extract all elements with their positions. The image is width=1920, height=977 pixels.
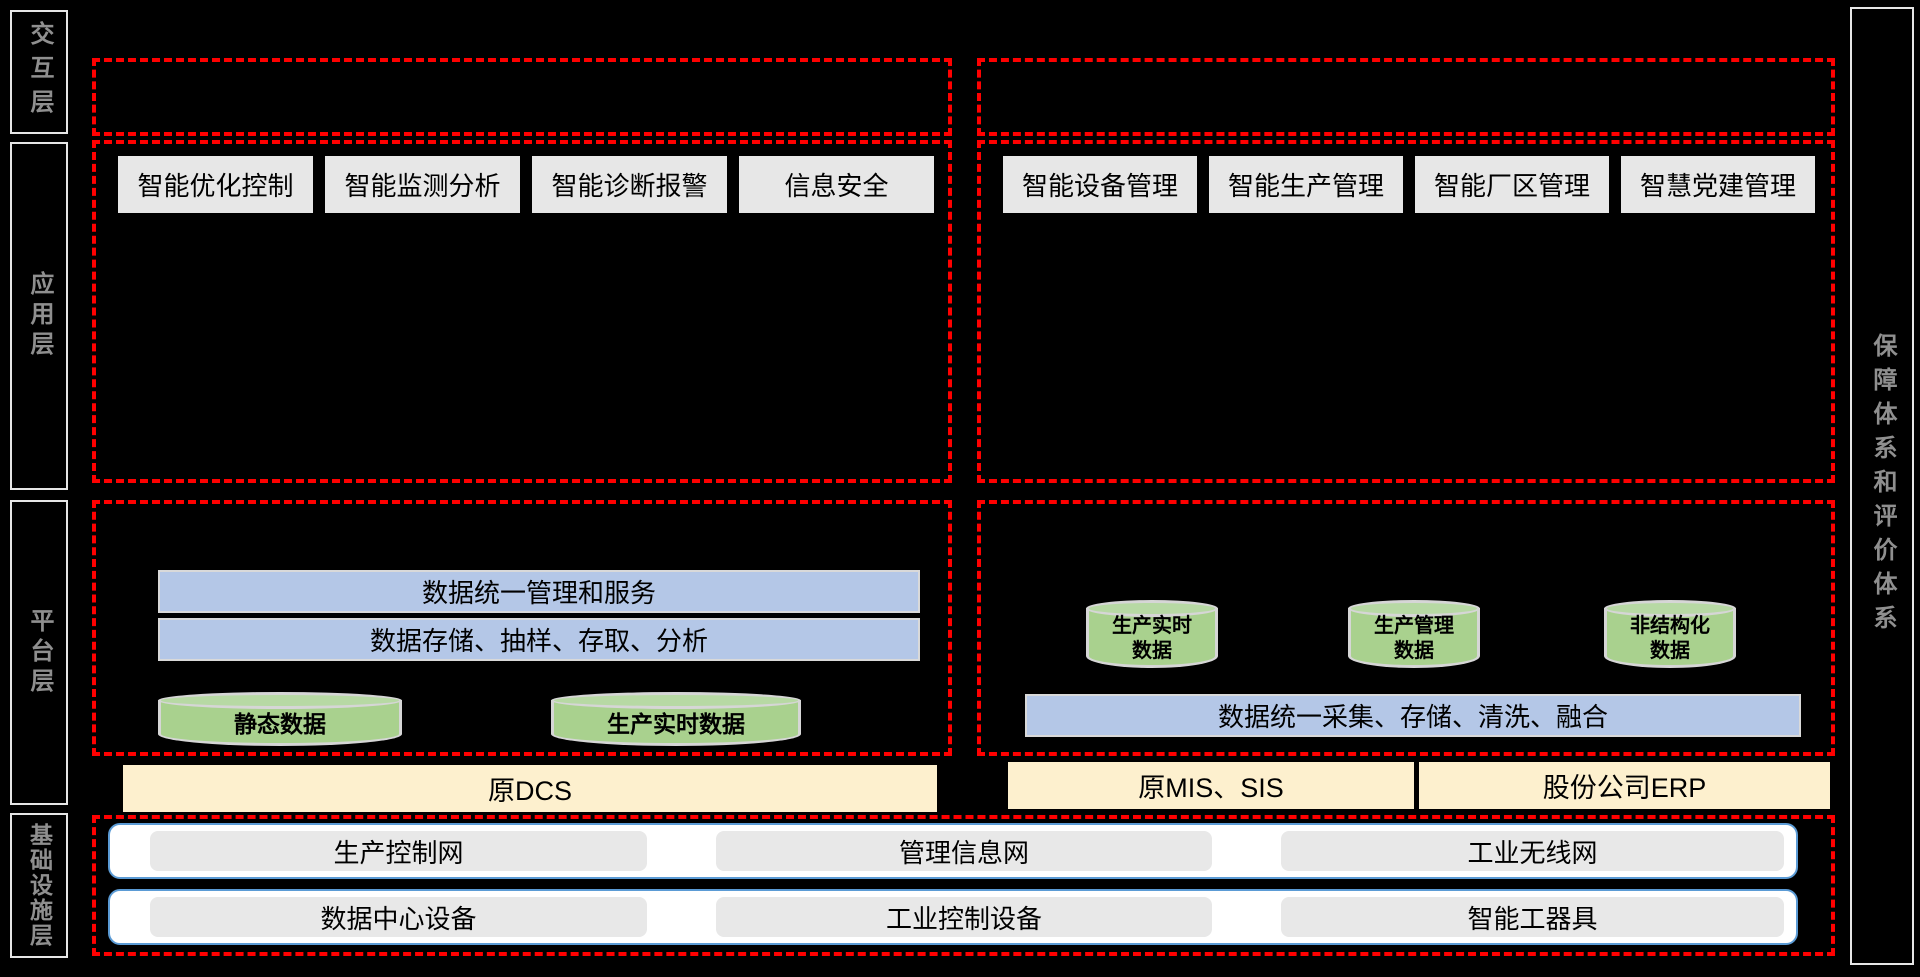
application-zone-right: 智能设备管理 智能生产管理 智能厂区管理 智慧党建管理 — [977, 140, 1835, 483]
layer-label-platform-text: 平台层 — [26, 607, 53, 698]
realtime-data-cylinder-top — [551, 692, 801, 709]
layer-label-platform: 平台层 — [10, 500, 68, 805]
erp-source-bar: 股份公司ERP — [1419, 762, 1830, 809]
app-block-device-management: 智能设备管理 — [1003, 156, 1197, 213]
device-strip: 数据中心设备 工业控制设备 智能工器具 — [108, 889, 1798, 945]
app-block-plant-management: 智能厂区管理 — [1415, 156, 1609, 213]
platform-zone-left — [92, 500, 952, 756]
application-row-right: 智能设备管理 智能生产管理 智能厂区管理 智慧党建管理 — [1003, 156, 1815, 213]
cylinder-label-line1: 非结构化 — [1630, 615, 1710, 637]
production-control-network: 生产控制网 — [150, 831, 647, 871]
cylinder-label-line2: 数据 — [1132, 640, 1172, 662]
management-info-network: 管理信息网 — [716, 831, 1212, 871]
application-row-left: 智能优化控制 智能监测分析 智能诊断报警 信息安全 — [118, 156, 934, 213]
industrial-control-equipment: 工业控制设备 — [716, 897, 1212, 937]
layer-label-application-text: 应用层 — [26, 271, 53, 361]
static-data-cylinder-top — [158, 692, 402, 709]
unstructured-data-cylinder: 非结构化 数据 — [1604, 600, 1736, 668]
platform-zone-right — [977, 500, 1835, 756]
static-data-cylinder-label: 静态数据 — [234, 710, 326, 737]
app-block-diagnosis-alarm: 智能诊断报警 — [532, 156, 727, 213]
production-management-data-cylinder-top — [1348, 600, 1480, 617]
assurance-system-sidebar: 保障体系和评价体系 — [1850, 7, 1914, 965]
realtime-data-cylinder: 生产实时数据 — [551, 692, 801, 746]
realtime-data-cylinder-body — [551, 700, 801, 746]
unstructured-data-cylinder-label: 非结构化 数据 — [1604, 610, 1736, 668]
network-strip: 生产控制网 管理信息网 工业无线网 — [108, 823, 1798, 879]
app-block-production-management: 智能生产管理 — [1209, 156, 1403, 213]
app-block-optimization-control: 智能优化控制 — [118, 156, 313, 213]
layer-label-infrastructure: 基础设施层 — [10, 813, 68, 958]
layer-label-infrastructure-text: 基础设施层 — [26, 823, 53, 948]
production-realtime-data-cylinder-top — [1086, 600, 1218, 617]
production-management-data-cylinder: 生产管理 数据 — [1348, 600, 1480, 668]
unstructured-data-cylinder-body — [1604, 608, 1736, 668]
app-block-info-security: 信息安全 — [739, 156, 934, 213]
application-zone-left: 智能优化控制 智能监测分析 智能诊断报警 信息安全 — [92, 140, 952, 483]
data-collection-cleaning-bar: 数据统一采集、存储、清洗、融合 — [1025, 694, 1801, 737]
cylinder-label-line1: 生产管理 — [1374, 615, 1454, 637]
industrial-wireless-network: 工业无线网 — [1281, 831, 1784, 871]
infrastructure-zone — [92, 815, 1835, 956]
layer-label-interaction-text: 交互层 — [26, 21, 53, 123]
mis-sis-source-bar: 原MIS、SIS — [1008, 762, 1414, 809]
app-block-monitoring-analysis: 智能监测分析 — [325, 156, 520, 213]
static-data-cylinder: 静态数据 — [158, 692, 402, 746]
interaction-zone-left — [92, 58, 952, 136]
unstructured-data-cylinder-top — [1604, 600, 1736, 617]
data-center-equipment: 数据中心设备 — [150, 897, 647, 937]
dcs-source-bar: 原DCS — [123, 765, 937, 812]
production-realtime-data-cylinder: 生产实时 数据 — [1086, 600, 1218, 668]
production-realtime-data-cylinder-body — [1086, 608, 1218, 668]
cylinder-label-line1: 生产实时 — [1112, 615, 1192, 637]
production-management-data-cylinder-label: 生产管理 数据 — [1348, 610, 1480, 668]
production-management-data-cylinder-body — [1348, 608, 1480, 668]
realtime-data-cylinder-label: 生产实时数据 — [607, 710, 745, 737]
app-block-party-building-management: 智慧党建管理 — [1621, 156, 1815, 213]
interaction-zone-right — [977, 58, 1835, 136]
data-storage-access-bar: 数据存储、抽样、存取、分析 — [158, 618, 920, 661]
layer-label-interaction: 交互层 — [10, 10, 68, 134]
cylinder-label-line2: 数据 — [1650, 640, 1690, 662]
production-realtime-data-cylinder-label: 生产实时 数据 — [1086, 610, 1218, 668]
assurance-system-sidebar-text: 保障体系和评价体系 — [1869, 333, 1896, 639]
layer-label-application: 应用层 — [10, 142, 68, 490]
cylinder-label-line2: 数据 — [1394, 640, 1434, 662]
data-management-service-bar: 数据统一管理和服务 — [158, 570, 920, 613]
smart-tools: 智能工器具 — [1281, 897, 1784, 937]
